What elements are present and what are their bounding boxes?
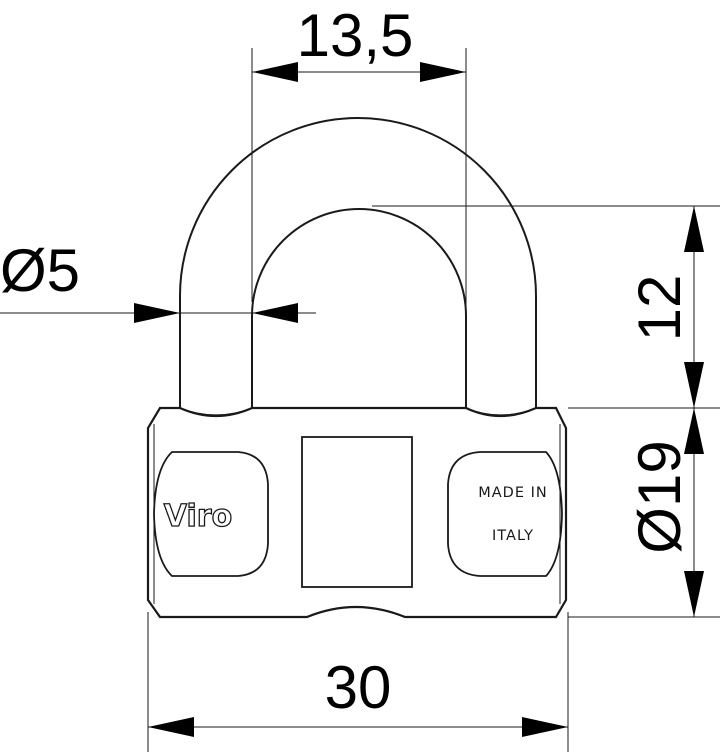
dimension-label-shackle-inner-width: 13,5 <box>297 2 414 69</box>
arrowhead <box>684 362 704 408</box>
arrowhead <box>684 571 704 617</box>
arrowhead <box>684 206 704 252</box>
dimension-shackle-inner-width <box>251 48 467 408</box>
dimension-shackle-diameter <box>0 303 316 323</box>
dimension-body-width <box>147 612 569 752</box>
dimension-label-body-diameter: Ø19 <box>626 440 693 553</box>
arrowhead <box>148 717 194 737</box>
origin-line-1: MADE IN <box>478 485 548 501</box>
arrowhead <box>134 303 180 323</box>
dimension-shackle-clearance <box>372 205 720 617</box>
shackle <box>179 117 537 408</box>
dimension-body-diameter <box>568 408 720 618</box>
arrowhead <box>420 62 466 82</box>
arrowhead <box>252 62 298 82</box>
dimension-label-shackle-diameter: Ø5 <box>0 237 80 304</box>
arrowhead <box>252 303 298 323</box>
dimension-label-shackle-clearance: 12 <box>626 275 693 342</box>
arrowhead <box>684 408 704 454</box>
lock-body <box>146 406 568 619</box>
brand-logo: Viro <box>164 499 232 534</box>
origin-line-2: ITALY <box>492 528 534 544</box>
dimension-label-body-width: 30 <box>325 654 392 721</box>
arrowhead <box>522 717 568 737</box>
